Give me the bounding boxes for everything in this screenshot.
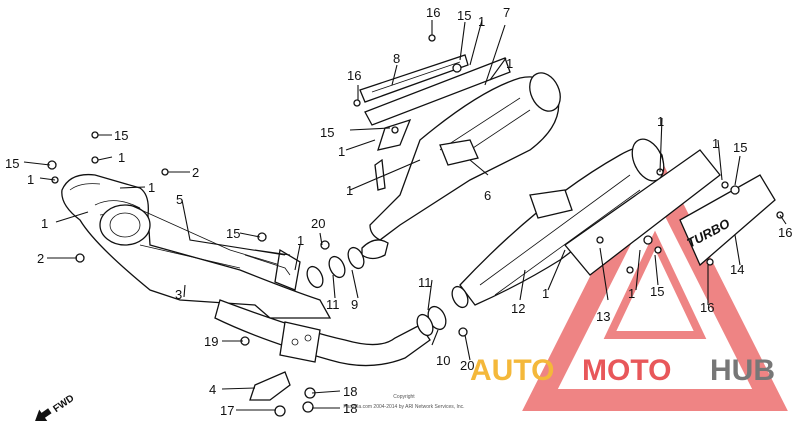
callout-16-upper: 16: [347, 68, 361, 83]
callout-1-top: 1: [478, 14, 485, 29]
callout-13: 13: [596, 309, 610, 324]
callout-12: 12: [511, 301, 525, 316]
forward-arrow: FWD: [35, 393, 76, 422]
callout-1-left-a: 1: [118, 150, 125, 165]
callout-11-right: 11: [418, 275, 432, 290]
callout-14: 14: [730, 262, 744, 277]
callout-15-mid: 15: [226, 226, 240, 241]
callout-1-right-shield: 1: [712, 136, 719, 151]
callout-1-right-low: 1: [542, 286, 549, 301]
callout-15-upper: 15: [320, 125, 334, 140]
callout-16-top: 16: [426, 5, 440, 20]
upper-muffler: [306, 54, 561, 289]
callout-labels: 16 15 1 7 8 1 16 15 1 1 6 15 1 15 1 1 2 …: [5, 5, 792, 418]
watermark-logo: [522, 147, 788, 411]
left-exhaust-assembly: [61, 173, 431, 401]
callout-15-right: 15: [733, 140, 747, 155]
callout-2-upper: 2: [192, 165, 199, 180]
callout-1-right-top: 1: [657, 114, 664, 129]
callout-7: 7: [503, 5, 510, 20]
callout-1-upper-muffler: 1: [346, 183, 353, 198]
callout-16-far-right: 16: [778, 225, 792, 240]
callout-15-left: 15: [114, 128, 128, 143]
callout-1-right-mid: 1: [628, 286, 635, 301]
callout-2-lower: 2: [37, 251, 44, 266]
right-muffler: [416, 138, 776, 337]
callout-18-a: 18: [343, 384, 357, 399]
callout-6: 6: [484, 188, 491, 203]
fwd-label: FWD: [51, 393, 76, 415]
callout-1-upper-right: 1: [506, 56, 513, 71]
callout-15-right-low: 15: [650, 284, 664, 299]
copyright-line-2: Partzilla.com 2004-2014 by ARI Network S…: [343, 404, 464, 410]
watermark-hub: HUB: [710, 354, 775, 387]
callout-15-far-left: 15: [5, 156, 19, 171]
callout-1-left-b: 1: [148, 180, 155, 195]
callout-19: 19: [204, 334, 218, 349]
callout-11-left: 11: [326, 297, 340, 312]
callout-3: 3: [175, 287, 182, 302]
callout-15-top: 15: [457, 8, 471, 23]
callout-10: 10: [436, 353, 450, 368]
callout-16-right-low: 16: [700, 300, 714, 315]
callout-9: 9: [351, 297, 358, 312]
callout-20-lower: 20: [460, 358, 474, 373]
copyright-line-1: Copyright: [393, 394, 415, 400]
leader-lines: [23, 19, 787, 411]
callout-1-upper-bracket: 1: [338, 144, 345, 159]
callout-1-far-left: 1: [27, 172, 34, 187]
watermark-wordmark: AUTO MOTO HUB: [470, 354, 775, 387]
callout-17: 17: [220, 403, 234, 418]
callout-5: 5: [176, 192, 183, 207]
callout-8: 8: [393, 51, 400, 66]
fasteners: [47, 34, 784, 417]
callout-1-left-c: 1: [41, 216, 48, 231]
watermark-moto: MOTO: [582, 354, 671, 387]
callout-18-b: 18: [343, 401, 357, 416]
callout-20-upper: 20: [311, 216, 325, 231]
watermark-auto: AUTO: [470, 354, 554, 387]
callout-4: 4: [209, 382, 216, 397]
callout-1-mid: 1: [297, 233, 304, 248]
